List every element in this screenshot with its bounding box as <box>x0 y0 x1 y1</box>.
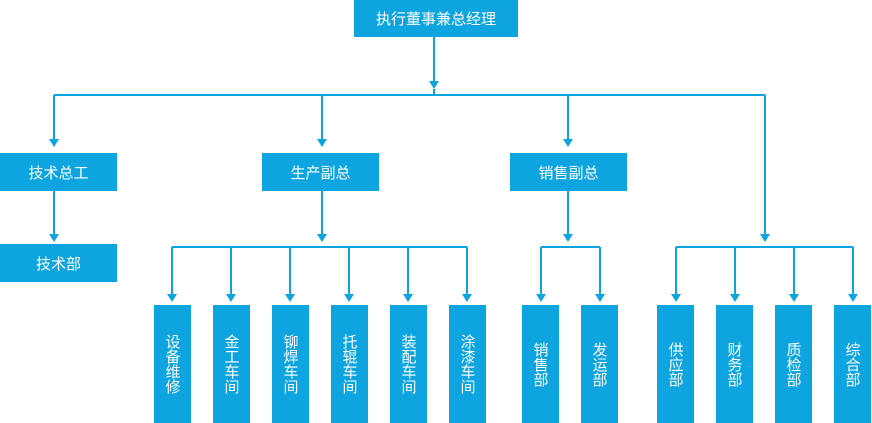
arrowhead <box>49 139 59 147</box>
node-assembly-workshop: 装配车间 <box>390 305 427 423</box>
node-general-affairs-dept: 综合部 <box>834 305 871 423</box>
arrowhead <box>671 294 681 302</box>
arrowhead <box>344 294 354 302</box>
arrowhead <box>462 294 472 302</box>
node-chief-technical-engineer: 技术总工 <box>0 153 117 191</box>
node-idler-workshop: 托辊车间 <box>331 305 368 423</box>
arrowhead <box>226 294 236 302</box>
arrowhead <box>536 294 546 302</box>
arrowhead <box>429 81 439 89</box>
node-shipping-dept: 发运部 <box>581 305 618 423</box>
arrowhead <box>403 294 413 302</box>
node-finance-dept: 财务部 <box>716 305 753 423</box>
arrowhead <box>167 294 177 302</box>
arrowhead <box>730 294 740 302</box>
arrowhead <box>760 234 770 242</box>
node-vp-sales: 销售副总 <box>510 153 627 191</box>
node-riveting-welding-workshop: 铆焊车间 <box>272 305 309 423</box>
node-technical-dept: 技术部 <box>0 244 117 282</box>
arrowhead <box>789 294 799 302</box>
node-executive-director-gm: 执行董事兼总经理 <box>354 0 518 37</box>
node-quality-inspection-dept: 质检部 <box>775 305 812 423</box>
node-supply-dept: 供应部 <box>657 305 694 423</box>
arrowhead <box>285 294 295 302</box>
node-vp-production: 生产副总 <box>262 153 379 191</box>
arrowhead <box>317 234 327 242</box>
node-sales-dept: 销售部 <box>522 305 559 423</box>
arrowhead <box>563 234 573 242</box>
arrowhead <box>317 139 327 147</box>
arrowhead <box>563 139 573 147</box>
node-metalworking-workshop: 金工车间 <box>213 305 250 423</box>
node-painting-workshop: 涂漆车间 <box>449 305 486 423</box>
node-equipment-maintenance: 设备维修 <box>154 305 191 423</box>
arrowhead <box>49 234 59 242</box>
arrowhead <box>595 294 605 302</box>
arrowhead <box>848 294 858 302</box>
